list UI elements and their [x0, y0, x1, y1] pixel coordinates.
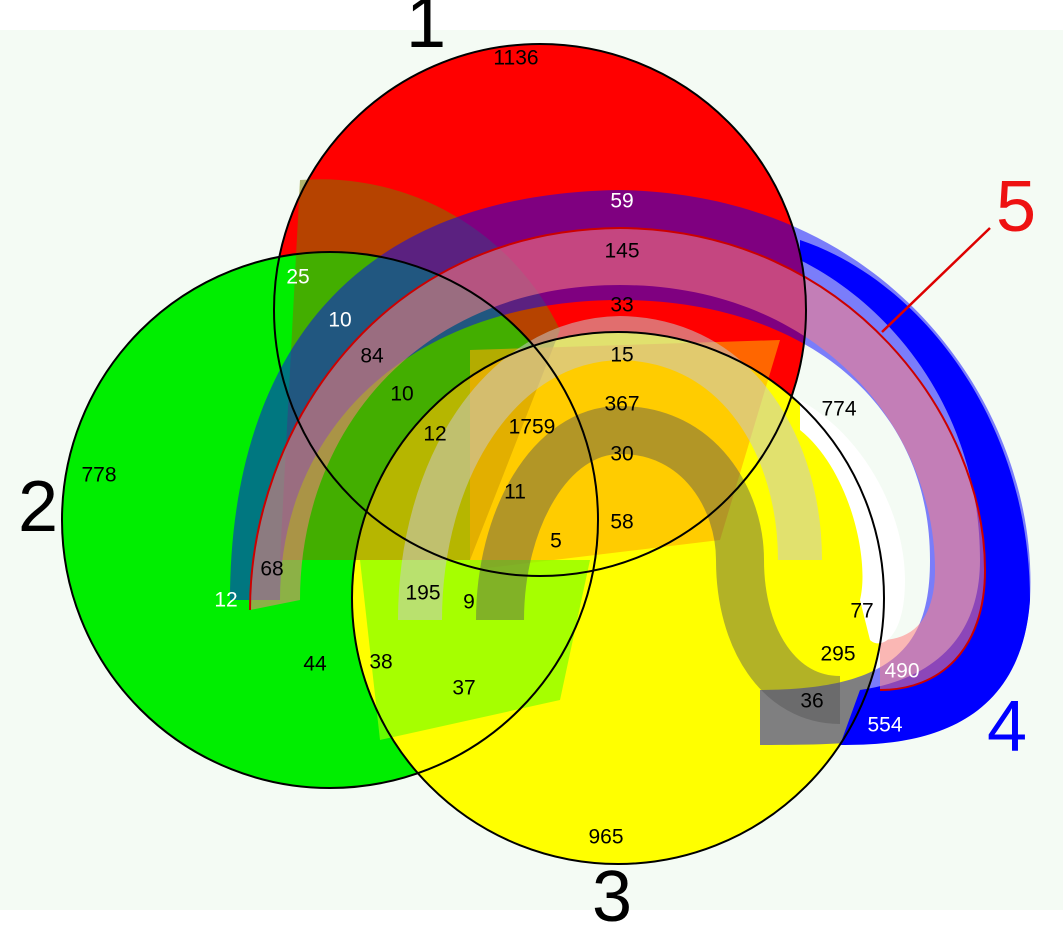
- region-count: 1136: [493, 47, 538, 70]
- region-count: 59: [610, 190, 633, 213]
- inner-ring-b: [476, 405, 842, 724]
- region-count: 195: [405, 582, 440, 605]
- region-count: 10: [390, 383, 413, 406]
- set-5-shape: [250, 228, 985, 690]
- region-count: 10: [328, 309, 351, 332]
- region-count: 367: [604, 393, 639, 416]
- region-count: 774: [821, 398, 856, 421]
- set-5-leader: [881, 227, 991, 333]
- set-3-outline: [351, 331, 885, 865]
- region-count: 490: [884, 660, 919, 683]
- region-count: 30: [610, 443, 633, 466]
- region-count: 145: [604, 240, 639, 263]
- set-1-outline: [273, 43, 807, 577]
- region-count: 25: [286, 266, 309, 289]
- region-count: 77: [850, 600, 873, 623]
- region-count: 38: [369, 651, 392, 674]
- region-count: 15: [610, 344, 633, 367]
- region-count: 36: [800, 690, 823, 713]
- inner-ring-a: [398, 315, 822, 621]
- region-count: 295: [820, 643, 855, 666]
- region-count: 58: [610, 511, 633, 534]
- set-5-outline: [249, 226, 987, 691]
- set-2-label: 2: [18, 467, 58, 547]
- overlap-1-3: [470, 340, 780, 570]
- region-count: 44: [303, 653, 327, 676]
- band-hole: [800, 400, 905, 644]
- region-count: 37: [452, 677, 475, 700]
- region-count: 778: [81, 464, 116, 487]
- set-5-label: 5: [996, 167, 1036, 247]
- region-count: 68: [260, 558, 283, 581]
- region-count: 12: [423, 423, 446, 446]
- region-count: 965: [588, 826, 623, 849]
- region-count: 12: [214, 589, 237, 612]
- set-1-label: 1: [406, 0, 446, 63]
- region-count: 84: [360, 345, 384, 368]
- region-count: 554: [867, 714, 902, 737]
- region-count: 33: [610, 294, 633, 317]
- region-count: 5: [550, 530, 562, 553]
- region-count: 1759: [509, 416, 556, 439]
- set-2-outline: [61, 251, 599, 789]
- region-count: 11: [504, 481, 526, 504]
- region-count: 9: [463, 591, 475, 614]
- set-4-label: 4: [987, 687, 1027, 767]
- set-3-label: 3: [592, 857, 632, 932]
